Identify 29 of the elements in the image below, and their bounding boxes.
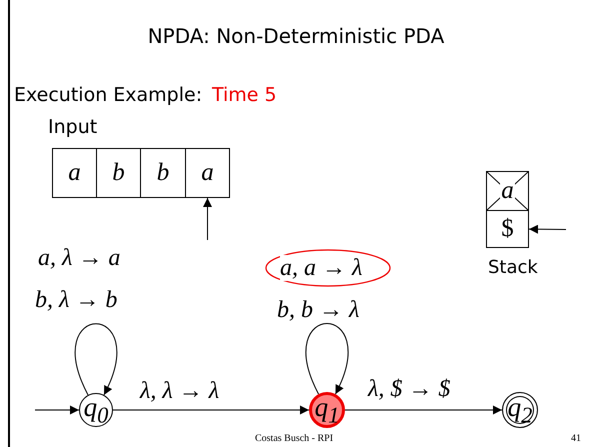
popped-stack-cell: a [486, 171, 529, 211]
arrow [344, 406, 502, 414]
stack-label: Stack [488, 257, 538, 278]
slide-title: NPDA: Non-Deterministic PDA [146, 24, 446, 48]
state-circle: q$_{0}$ [79, 393, 113, 427]
time-step-text: Time 5 [212, 84, 277, 106]
active-state-circle: q$_{1}$ [309, 392, 345, 428]
arrow [306, 323, 348, 395]
input-label: Input [48, 116, 98, 138]
final-state-circle: q$_{2}$ [502, 392, 538, 428]
heading-text: Execution Example: [14, 84, 202, 106]
page-number: 41 [571, 433, 581, 444]
arrow [74, 323, 118, 396]
tape-cell: b [140, 148, 186, 198]
edge-label: λ, $ → $ [368, 376, 450, 402]
edge-label: b, b → λ [277, 297, 360, 323]
edge-label: a, λ → a [38, 245, 120, 271]
arrow [203, 198, 212, 240]
edge-label: a, a → λ [280, 255, 362, 281]
tape-cell: a [185, 148, 230, 198]
stack-cell: $ [486, 210, 529, 248]
edge-label: λ, λ → λ [140, 378, 220, 404]
arrow [528, 224, 566, 234]
tape-cell: b [96, 148, 141, 198]
arrow [34, 406, 80, 414]
footer-text: Costas Busch - RPI [255, 433, 334, 444]
arrow [112, 406, 310, 414]
tape-cell: a [52, 148, 97, 198]
edge-label: b, λ → b [35, 287, 118, 313]
